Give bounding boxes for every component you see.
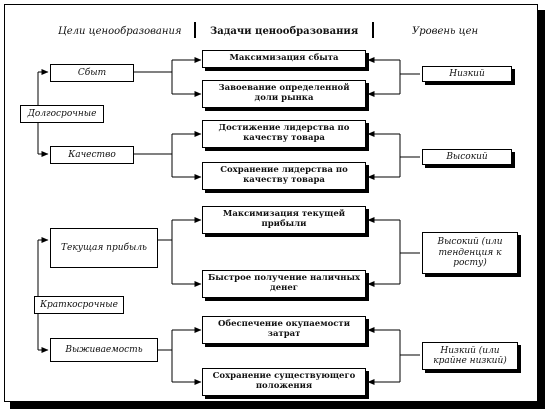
goal-current-profit: Текущая прибыль <box>50 228 158 268</box>
header-tasks: Задачи ценообразования <box>210 26 359 37</box>
task-max-current-profit: Максимизация текущей прибыли <box>202 206 366 234</box>
task-fast-cash: Быстрое получение наличных денег <box>202 270 366 298</box>
level-low-very-low: Низкий (или крайне низкий) <box>422 342 518 370</box>
task-market-share: Завоевание определенной доли рынка <box>202 80 366 108</box>
level-low: Низкий <box>422 66 512 82</box>
frame-shadow-right <box>537 10 545 406</box>
goal-short-term: Краткосрочные <box>34 296 124 314</box>
header-level: Уровень цен <box>412 26 479 37</box>
goal-survival: Выживаемость <box>50 338 158 362</box>
level-high: Высокий <box>422 149 512 165</box>
header-goals: Цели ценообразования <box>58 26 182 37</box>
task-max-sales: Максимизация сбыта <box>202 50 366 68</box>
frame-shadow-bottom <box>10 401 545 409</box>
header-separator-left <box>194 22 196 38</box>
goal-sales: Сбыт <box>50 64 134 82</box>
task-keep-quality-leadership: Сохранение лидерства по качеству товара <box>202 162 366 190</box>
goal-quality: Качество <box>50 146 134 164</box>
level-high-rising: Высокий (или тенденция к росту) <box>422 232 518 274</box>
task-cost-recovery: Обеспечение окупаемости затрат <box>202 316 366 344</box>
task-keep-position: Сохранение существующего положения <box>202 368 366 396</box>
goal-long-term: Долгосрочные <box>20 105 104 123</box>
header-separator-right <box>372 22 374 38</box>
task-quality-leadership: Достижение лидерства по качеству товара <box>202 120 366 148</box>
